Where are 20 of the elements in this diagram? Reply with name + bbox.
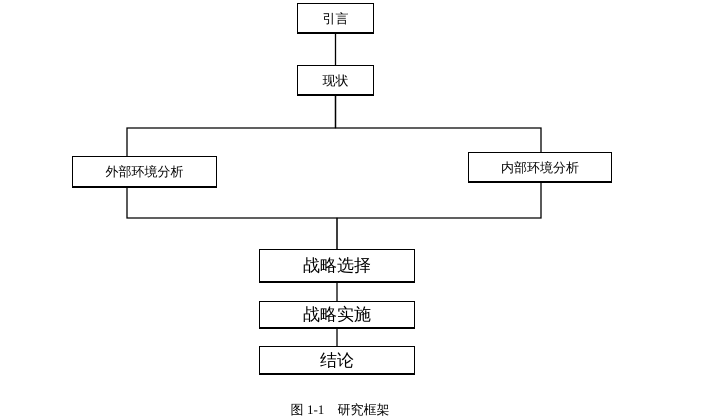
connector-line: [334, 96, 542, 152]
connector-line: [336, 283, 338, 301]
box-label: 外部环境分析: [106, 165, 184, 178]
box-label: 结论: [320, 352, 354, 368]
process-box: [297, 3, 374, 34]
connector-line: [334, 34, 336, 65]
box-label: 现状: [322, 74, 348, 86]
process-box: [259, 346, 415, 375]
process-box: [468, 152, 612, 183]
box-label: 引言: [322, 12, 348, 24]
connector-line: [336, 183, 542, 249]
box-label: 战略选择: [303, 257, 371, 274]
box-label: 内部环境分析: [501, 160, 579, 174]
process-box: [259, 249, 415, 283]
figure-caption: 图 1-1 研究框架: [290, 401, 390, 419]
box-label: 战略实施: [303, 306, 371, 323]
process-box: [259, 301, 415, 329]
process-box: [72, 156, 217, 188]
process-box: [297, 65, 374, 96]
connector-line: [336, 329, 338, 346]
